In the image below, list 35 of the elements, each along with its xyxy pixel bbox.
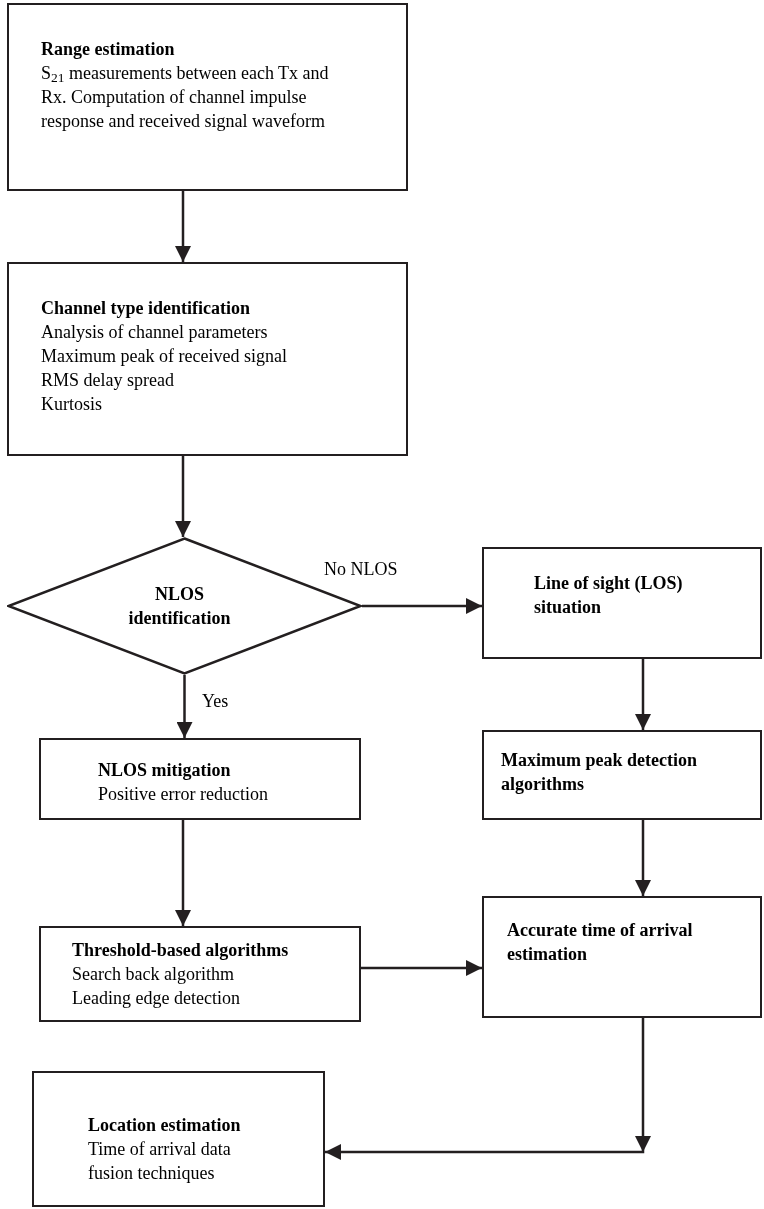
process-box (39, 738, 361, 820)
box-title: Range estimation (41, 38, 176, 61)
process-box (7, 262, 408, 456)
box-title: Channel type identification (41, 297, 251, 320)
arrow (362, 598, 482, 614)
box-title: NLOS mitigation (98, 759, 232, 782)
process-box (482, 547, 762, 659)
arrow (175, 820, 191, 926)
process-box (7, 3, 408, 191)
box-text: Maximum peak of received signal (41, 345, 288, 368)
arrow (325, 1018, 651, 1160)
arrow (635, 659, 651, 730)
arrow (361, 960, 482, 976)
box-text: Time of arrival data fusion techniques (88, 1138, 232, 1185)
box-title: NLOS identification (127, 583, 232, 630)
box-title: Line of sight (LOS) situation (534, 572, 684, 619)
process-box (482, 896, 762, 1018)
arrow (175, 456, 191, 537)
box-text: Positive error reduction (98, 783, 269, 806)
box-text: S$_{21}$ measurements between each Tx and Rx. Computation of channel impulse response and received signal waveform (41, 62, 330, 133)
box-title: Accurate time of arrival estimation (507, 919, 694, 966)
box-text: Leading edge detection (72, 987, 241, 1010)
box-title: Location estimation (88, 1114, 242, 1137)
arrow (635, 820, 651, 896)
box-title: Maximum peak detection algorithms (501, 749, 698, 796)
process-box (39, 926, 361, 1022)
arrow (176, 675, 193, 738)
arrow (175, 191, 191, 262)
process-box (482, 730, 762, 820)
box-text: Search back algorithm (72, 963, 235, 986)
box-title: Threshold-based algorithms (72, 939, 290, 962)
box-text: Kurtosis (41, 393, 103, 416)
box-text: RMS delay spread (41, 369, 175, 392)
box-text: Analysis of channel parameters (41, 321, 269, 344)
process-box (32, 1071, 325, 1207)
